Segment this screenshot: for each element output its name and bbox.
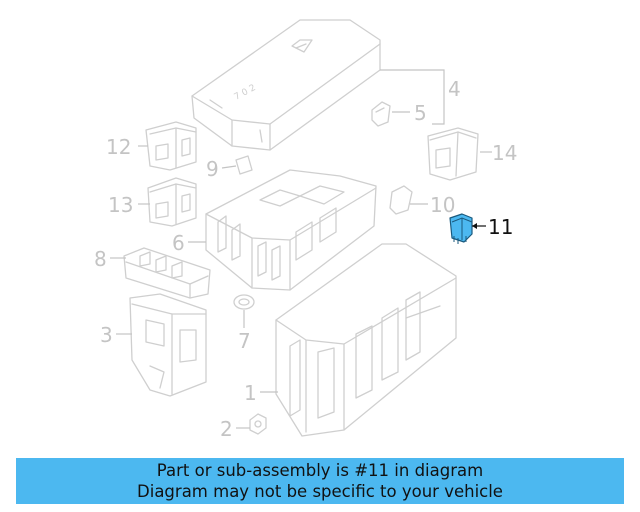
info-banner: Part or sub-assembly is #11 in diagram D… bbox=[16, 458, 624, 504]
part-5-clip bbox=[371, 101, 391, 127]
banner-line-2: Diagram may not be specific to your vehi… bbox=[137, 482, 503, 501]
part-10-connector bbox=[389, 185, 413, 215]
callout-14: 14 bbox=[492, 141, 517, 165]
part-14-relay bbox=[427, 127, 479, 181]
callout-1: 1 bbox=[244, 381, 257, 405]
part-3-bracket bbox=[129, 293, 207, 397]
callout-10: 10 bbox=[430, 193, 455, 217]
leader-11-arrowhead bbox=[472, 223, 477, 229]
callout-6: 6 bbox=[172, 231, 185, 255]
part-9-clip bbox=[235, 155, 253, 175]
callout-7: 7 bbox=[238, 329, 251, 353]
callout-13: 13 bbox=[108, 193, 133, 217]
leader-4 bbox=[380, 69, 445, 125]
part-11-relay-highlighted bbox=[449, 213, 473, 244]
part-13-relay bbox=[147, 177, 197, 227]
callout-8: 8 bbox=[94, 247, 107, 271]
callout-2: 2 bbox=[220, 417, 233, 441]
leader-lines bbox=[110, 69, 492, 429]
callout-3: 3 bbox=[100, 323, 113, 347]
callout-labels: 4 5 12 13 9 14 10 6 8 7 3 1 2 11 bbox=[94, 77, 517, 441]
part-4-cover: 7 0 2 bbox=[191, 19, 381, 151]
callout-9: 9 bbox=[206, 157, 219, 181]
callout-11: 11 bbox=[488, 215, 513, 239]
part-12-relay bbox=[145, 121, 197, 171]
part-6-housing bbox=[205, 169, 377, 291]
part-1-tray bbox=[275, 243, 457, 437]
part-2-nut bbox=[249, 413, 267, 435]
leader-9 bbox=[221, 165, 237, 169]
callout-4: 4 bbox=[448, 77, 461, 101]
part-8-fuse-strip bbox=[123, 247, 211, 299]
callout-12: 12 bbox=[106, 135, 131, 159]
parts-diagram: 7 0 2 bbox=[94, 19, 517, 441]
banner-line-1: Part or sub-assembly is #11 in diagram bbox=[156, 461, 484, 480]
part-7-grommet bbox=[233, 294, 255, 310]
callout-5: 5 bbox=[414, 101, 427, 125]
